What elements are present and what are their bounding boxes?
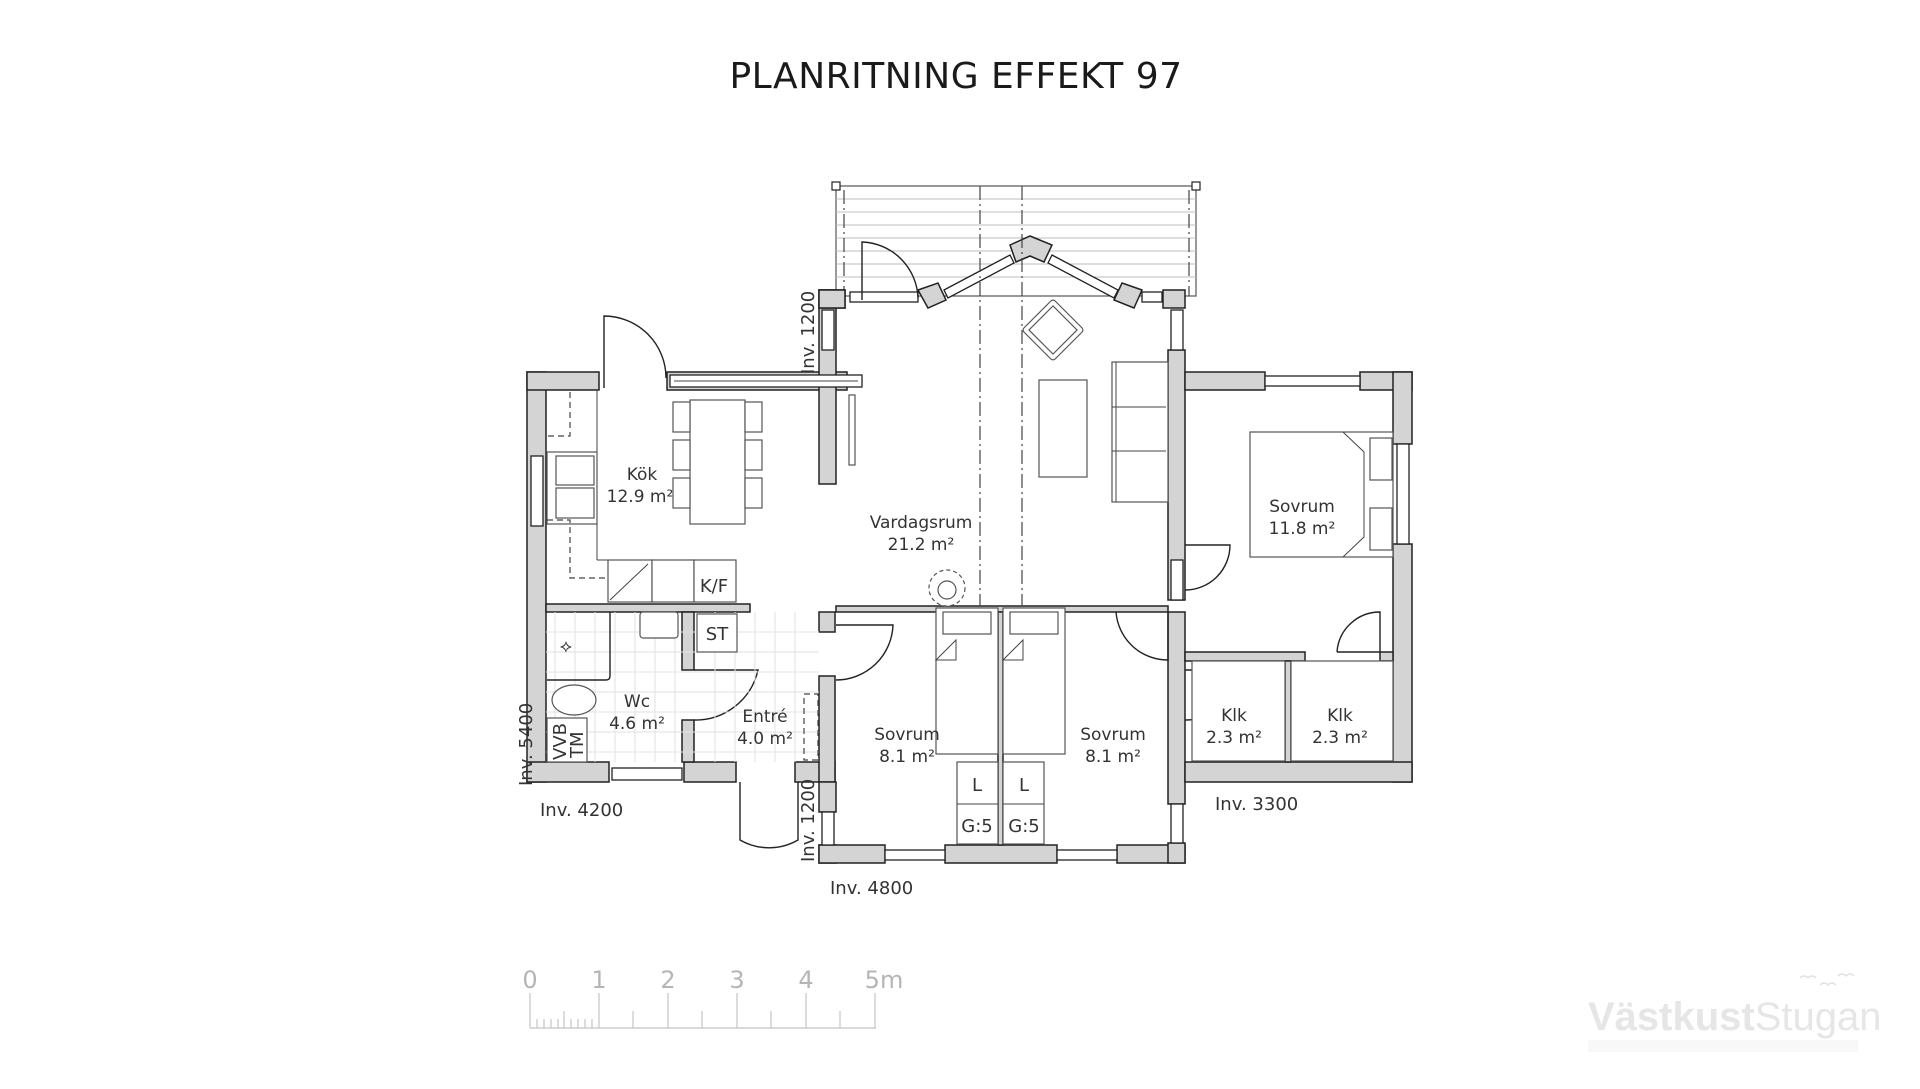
dim-bottom-inset: Inv. 1200 [798, 779, 819, 862]
scale-bar-labels: 0 1 2 3 4 5m [522, 966, 903, 994]
dim-left-height: Inv. 5400 [516, 703, 537, 786]
svg-text:G:5: G:5 [961, 816, 992, 837]
dining-table [689, 399, 746, 525]
water-heater-label: VVB [550, 723, 571, 760]
toilet-icon [551, 684, 597, 716]
post-icon [1191, 181, 1201, 191]
room-klk-2-area: 2.3 m² [1312, 728, 1368, 748]
brand-logo: VästkustStugan [1588, 973, 1882, 1052]
dryer-label: TM [567, 731, 588, 759]
room-sovrum-2-area: 8.1 m² [1085, 747, 1141, 767]
svg-text:L: L [1019, 775, 1029, 796]
room-wc-area: 4.6 m² [609, 714, 665, 734]
room-vardagsrum-area: 21.2 m² [888, 535, 955, 555]
room-klk-1-name: Klk [1221, 706, 1247, 726]
dimension-labels: Inv. 5400 Inv. 4200 Inv. 1200 Inv. 1200 … [516, 291, 1298, 899]
shower-icon: ⟡ [560, 636, 572, 657]
svg-text:0: 0 [522, 966, 537, 994]
birds-icon [1799, 973, 1855, 987]
room-sovrum-1-name: Sovrum [874, 725, 940, 745]
room-vardagsrum-name: Vardagsrum [870, 513, 973, 533]
tv-icon [848, 394, 856, 466]
scale-bar [529, 993, 876, 1029]
storage-box [696, 613, 738, 653]
room-klk-2-name: Klk [1327, 706, 1353, 726]
washbasin-icon [639, 611, 679, 639]
room-sovrum-master-area: 11.8 m² [1269, 519, 1336, 539]
storage-label: ST [706, 624, 729, 645]
dim-top-inset: Inv. 1200 [798, 291, 819, 374]
wardrobe-1 [956, 761, 999, 845]
svg-text:5m: 5m [865, 966, 904, 994]
svg-text:4: 4 [798, 966, 813, 994]
svg-text:G:5: G:5 [1008, 816, 1039, 837]
svg-text:2: 2 [660, 966, 675, 994]
room-labels: Kök 12.9 m² Vardagsrum 21.2 m² Sovrum 11… [607, 465, 1368, 767]
coat-rack [803, 693, 819, 761]
room-sovrum-1-area: 8.1 m² [879, 747, 935, 767]
dim-right-width: Inv. 3300 [1215, 794, 1298, 815]
deck [831, 181, 1201, 297]
post-icon [831, 181, 841, 191]
room-entre-area: 4.0 m² [737, 729, 793, 749]
coffee-table [1038, 379, 1088, 478]
wc-entry: ⟡ VVB TM ST [546, 611, 819, 763]
room-sovrum-2-name: Sovrum [1080, 725, 1146, 745]
svg-text:3: 3 [729, 966, 744, 994]
windows [530, 254, 1410, 861]
logo-bold-text: Västkust [1588, 995, 1755, 1039]
double-bed [1249, 431, 1394, 558]
kitchen-furniture: K/F [546, 390, 856, 603]
svg-text:VästkustStugan: VästkustStugan [1588, 995, 1882, 1039]
sofa [1111, 361, 1169, 503]
logo-underline [1588, 1040, 1858, 1052]
stove-icon [609, 563, 649, 601]
living-furniture [928, 186, 1169, 607]
dim-left-width: Inv. 4200 [540, 800, 623, 821]
room-kok-name: Kök [627, 465, 658, 485]
bedroom-furniture: L G:5 L G:5 [934, 431, 1394, 845]
room-klk-1-area: 2.3 m² [1206, 728, 1262, 748]
fridge-label: K/F [700, 576, 728, 597]
room-kok-area: 12.9 m² [607, 487, 674, 507]
room-entre-name: Entré [742, 707, 787, 727]
svg-text:L: L [972, 775, 982, 796]
room-wc-name: Wc [624, 692, 650, 712]
svg-text:1: 1 [591, 966, 606, 994]
dim-middle-width: Inv. 4800 [830, 878, 913, 899]
room-sovrum-master-name: Sovrum [1269, 497, 1335, 517]
logo-regular-text: Stugan [1755, 995, 1882, 1039]
page-title: PLANRITNING EFFEKT 97 [729, 56, 1182, 97]
wardrobe-2 [1002, 761, 1045, 845]
